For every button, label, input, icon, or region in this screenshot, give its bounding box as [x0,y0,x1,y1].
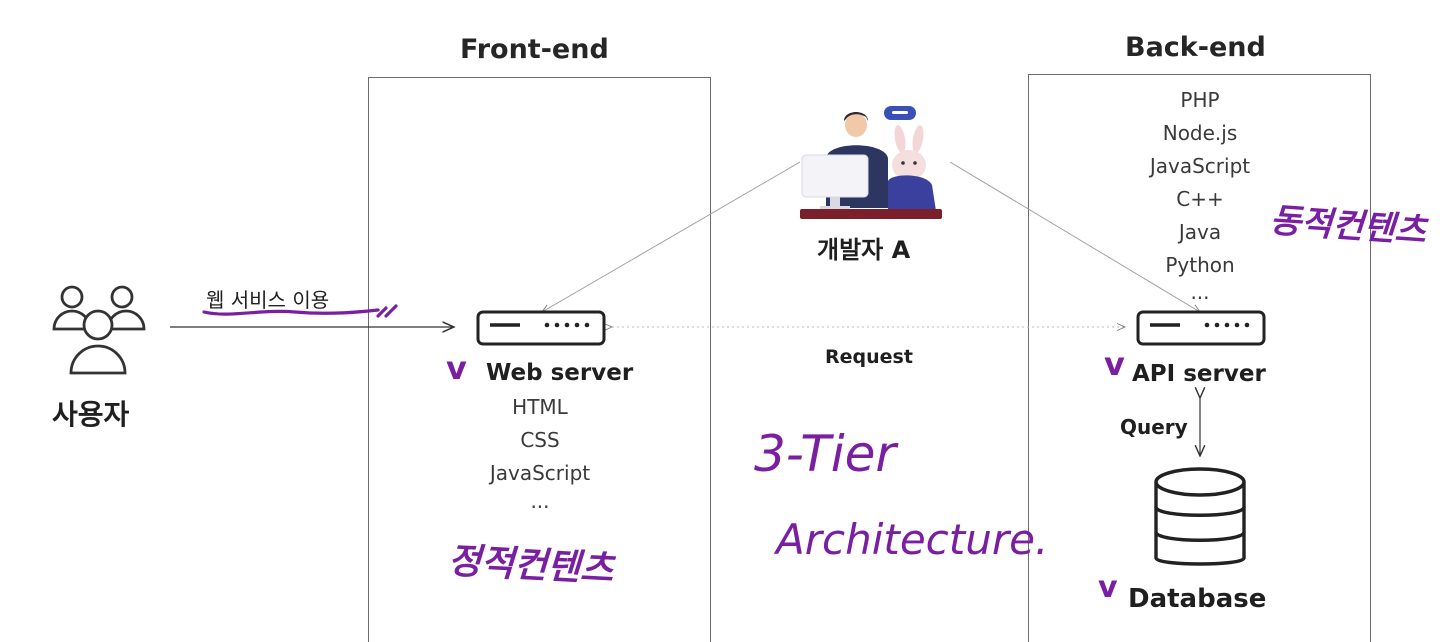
database-label: Database [1128,584,1267,614]
apiserver-check: v [1104,345,1125,383]
user-action-label: 웹 서비스 이용 [206,288,330,312]
request-label: Request [825,346,913,368]
webserver-icon [476,310,606,346]
backend-tech-item: Node.js [1162,121,1238,145]
frontend-panel [368,77,711,642]
architecture-annotation-line1: 3-Tier [754,425,896,483]
frontend-annotation: 정적컨텐츠 [446,540,615,591]
backend-title: Back-end [1125,32,1266,63]
backend-tech-item: PHP [1180,88,1220,112]
frontend-tech-item: CSS [520,428,560,452]
database-icon [1154,467,1246,566]
user-label: 사용자 [52,398,130,431]
apiserver-label: API server [1132,361,1266,387]
apiserver-icon [1136,310,1266,346]
developer-label: 개발자 A [817,236,911,264]
backend-tech-item: C++ [1176,187,1224,211]
frontend-title: Front-end [460,34,609,65]
frontend-tech-list: HTML CSS JavaScript ... [475,391,605,512]
developer-to-apiserver-line [949,161,1200,312]
backend-tech-item: JavaScript [1149,154,1251,178]
frontend-tech-item: HTML [512,395,568,419]
developer-to-webserver-line [542,161,801,312]
users-icon [52,285,146,375]
backend-tech-list: PHP Node.js JavaScript C++ Java Python .… [1130,84,1270,302]
webserver-label: Web server [486,360,634,386]
backend-tech-item: Java [1178,220,1222,244]
architecture-annotation-line2: Architecture. [776,515,1049,564]
webserver-check: v [446,349,467,387]
backend-tech-item: ... [1190,280,1210,304]
frontend-tech-item: ... [530,489,550,513]
user-action-underline [202,304,398,318]
backend-panel [1028,74,1371,642]
database-check: v [1098,570,1118,605]
query-label: Query [1120,415,1188,439]
developer-illustration [800,106,942,219]
frontend-tech-item: JavaScript [489,461,591,485]
backend-tech-item: Python [1165,253,1235,277]
